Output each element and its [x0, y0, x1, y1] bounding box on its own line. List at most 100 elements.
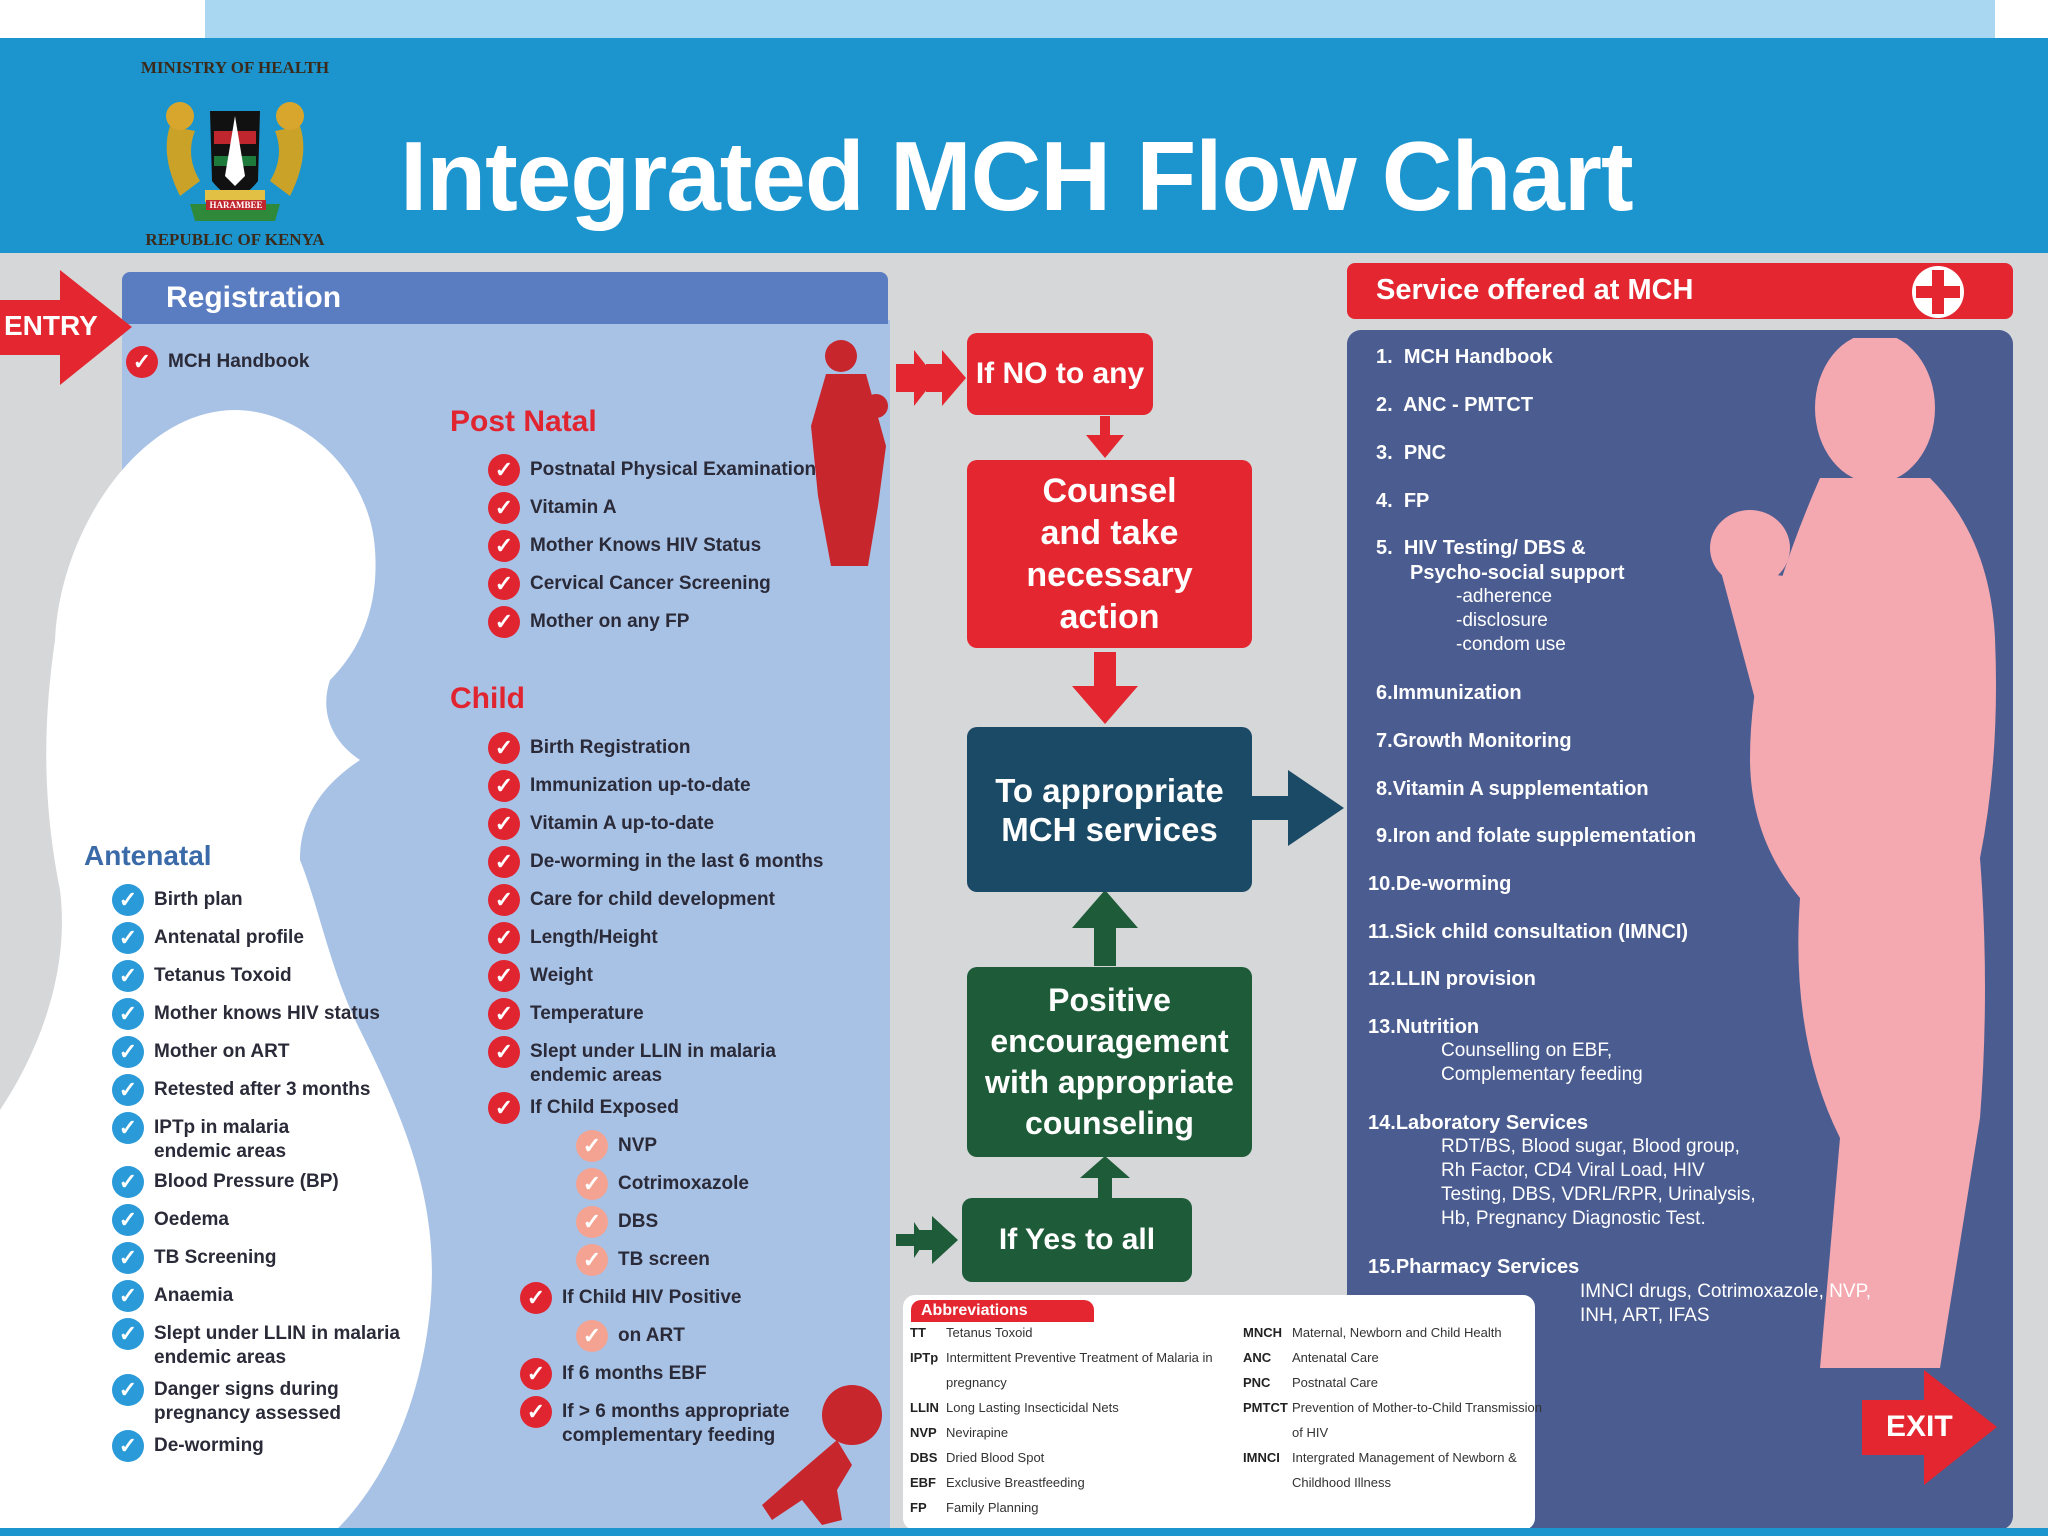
child-exposed-item: ✓ DBS — [576, 1206, 659, 1238]
service-label: Iron and folate supplementation — [1392, 825, 1697, 847]
abbr-key: NVP — [910, 1425, 937, 1440]
item-label: If Child Exposed — [530, 1097, 679, 1118]
bottom-rule — [0, 1528, 2048, 1536]
service-item: 14.Laboratory Services — [1368, 1111, 1588, 1135]
abbr-value: Exclusive Breastfeeding — [946, 1475, 1085, 1490]
service-num: 7. — [1376, 730, 1393, 752]
check-icon: ✓ — [112, 1318, 144, 1350]
flow-arrows — [896, 350, 1344, 1264]
service-sub: Complementary feeding — [1441, 1064, 1643, 1085]
item-label: on ART — [618, 1325, 685, 1346]
check-icon: ✓ — [488, 884, 520, 916]
check-icon: ✓ — [112, 998, 144, 1030]
counsel-label: Counsel and take necessary action — [1026, 472, 1193, 636]
item-label: Mother on ART — [154, 1041, 290, 1062]
service-item: 3. PNC — [1376, 441, 1446, 465]
item-label: Length/Height — [530, 927, 658, 948]
abbr-value: Prevention of Mother-to-Child Transmissi… — [1292, 1400, 1542, 1415]
service-label: FP — [1403, 490, 1430, 512]
item-label: DBS — [618, 1211, 659, 1232]
child-item: ✓Temperature — [488, 998, 644, 1030]
check-icon: ✓ — [112, 960, 144, 992]
kenya-coat-of-arms-icon — [166, 102, 304, 221]
check-icon: ✓ — [112, 1166, 144, 1198]
service-num: 10. — [1368, 873, 1396, 895]
child-exposed-item: ✓NVP — [576, 1130, 658, 1162]
item-label: Care for child development — [530, 889, 775, 910]
abbr-key: ANC — [1243, 1350, 1272, 1365]
abbr-value: Tetanus Toxoid — [946, 1325, 1033, 1340]
service-num: 14. — [1368, 1112, 1396, 1134]
check-icon: ✓ — [126, 346, 158, 378]
check-icon: ✓ — [488, 492, 520, 524]
service-label: De-worming — [1395, 873, 1512, 895]
service-num: 3. — [1376, 442, 1393, 464]
child-item: ✓ Care for child development — [488, 884, 775, 916]
antenatal-item: ✓Antenatal profile — [112, 922, 304, 954]
postnatal-item: ✓ Cervical Cancer Screening — [488, 568, 771, 600]
abbr-key: EBF — [910, 1475, 936, 1490]
check-icon: ✓ — [488, 568, 520, 600]
postnatal-heading: Post Natal — [450, 405, 597, 438]
abbr-value: Family Planning — [946, 1500, 1039, 1515]
abbr-value: Dried Blood Spot — [946, 1450, 1045, 1465]
item-label: Vitamin A — [530, 497, 617, 518]
abbr-value: Antenatal Care — [1292, 1350, 1379, 1365]
item-label: Birth plan — [154, 889, 243, 910]
entry-label: ENTRY — [4, 310, 98, 341]
service-item: 11.Sick child consultation (IMNCI) — [1368, 920, 1688, 944]
item-label: Postnatal Physical Examination — [530, 459, 817, 480]
abbr-key: IMNCI — [1243, 1450, 1280, 1465]
item-label: Mother Knows HIV Status — [530, 535, 762, 556]
service-sub: Hb, Pregnancy Diagnostic Test. — [1441, 1208, 1706, 1229]
service-item: 6.Immunization — [1376, 681, 1522, 705]
child-on-art-item: ✓ on ART — [576, 1320, 685, 1352]
arrow-no-to-counsel — [1086, 416, 1124, 458]
abbr-value: Maternal, Newborn and Child Health — [1292, 1325, 1502, 1340]
item-label: Cervical Cancer Screening — [530, 573, 771, 594]
antenatal-item: ✓IPTp in malaria endemic areas — [112, 1112, 352, 1164]
service-item: 10.De-worming — [1368, 872, 1511, 896]
check-icon: ✓ — [520, 1282, 552, 1314]
abbr-key: MNCH — [1243, 1325, 1282, 1340]
item-label: NVP — [618, 1135, 658, 1156]
baby-silhouette-icon — [762, 1385, 882, 1525]
item-label: Birth Registration — [530, 737, 691, 758]
check-icon: ✓ — [112, 1112, 144, 1144]
services-title: Service offered at MCH — [1376, 274, 1694, 306]
item-label: Temperature — [530, 1003, 644, 1024]
service-item: 5. HIV Testing/ DBS & — [1376, 536, 1586, 560]
service-label: Laboratory Services — [1395, 1112, 1589, 1134]
abbr-value: Intermittent Preventive Treatment of Mal… — [946, 1350, 1213, 1365]
service-num: 15. — [1368, 1256, 1396, 1278]
check-icon: ✓ — [576, 1206, 608, 1238]
ministry-logo: MINISTRY OF HEALTH HARAMBEE REPUBLIC OF … — [110, 48, 360, 253]
child-item: ✓Vitamin A up-to-date — [488, 808, 714, 840]
child-item: ✓Weight — [488, 960, 593, 992]
check-icon: ✓ — [488, 808, 520, 840]
if-no-label: If NO to any — [975, 357, 1145, 390]
antenatal-item: ✓Mother knows HIV status — [112, 998, 380, 1030]
arrow-positive-to-services — [1072, 890, 1138, 966]
mother-silhouette-icon — [1710, 338, 1996, 1368]
check-icon: ✓ — [112, 1242, 144, 1274]
check-icon: ✓ — [488, 606, 520, 638]
service-item: 7.Growth Monitoring — [1376, 729, 1572, 753]
child-item: ✓Birth Registration — [488, 732, 691, 764]
abbr-key: DBS — [910, 1450, 938, 1465]
check-icon: ✓ — [576, 1244, 608, 1276]
service-label: ANC - PMTCT — [1403, 394, 1534, 416]
postnatal-item: ✓ Vitamin A — [488, 492, 617, 524]
item-label: Antenatal profile — [154, 927, 304, 948]
service-item: 4. FP — [1376, 489, 1429, 513]
check-icon: ✓ — [576, 1320, 608, 1352]
if-no-box: If NO to any — [967, 333, 1153, 415]
item-label: TB screen — [618, 1249, 710, 1270]
entry-arrow-icon — [0, 270, 132, 385]
check-icon: ✓ — [488, 846, 520, 878]
service-label: PNC — [1403, 442, 1447, 464]
item-label: Oedema — [154, 1209, 229, 1230]
appropriate-services-box: To appropriate MCH services — [967, 727, 1252, 892]
service-item: 12.LLIN provision — [1368, 967, 1536, 991]
check-icon: ✓ — [520, 1396, 552, 1428]
